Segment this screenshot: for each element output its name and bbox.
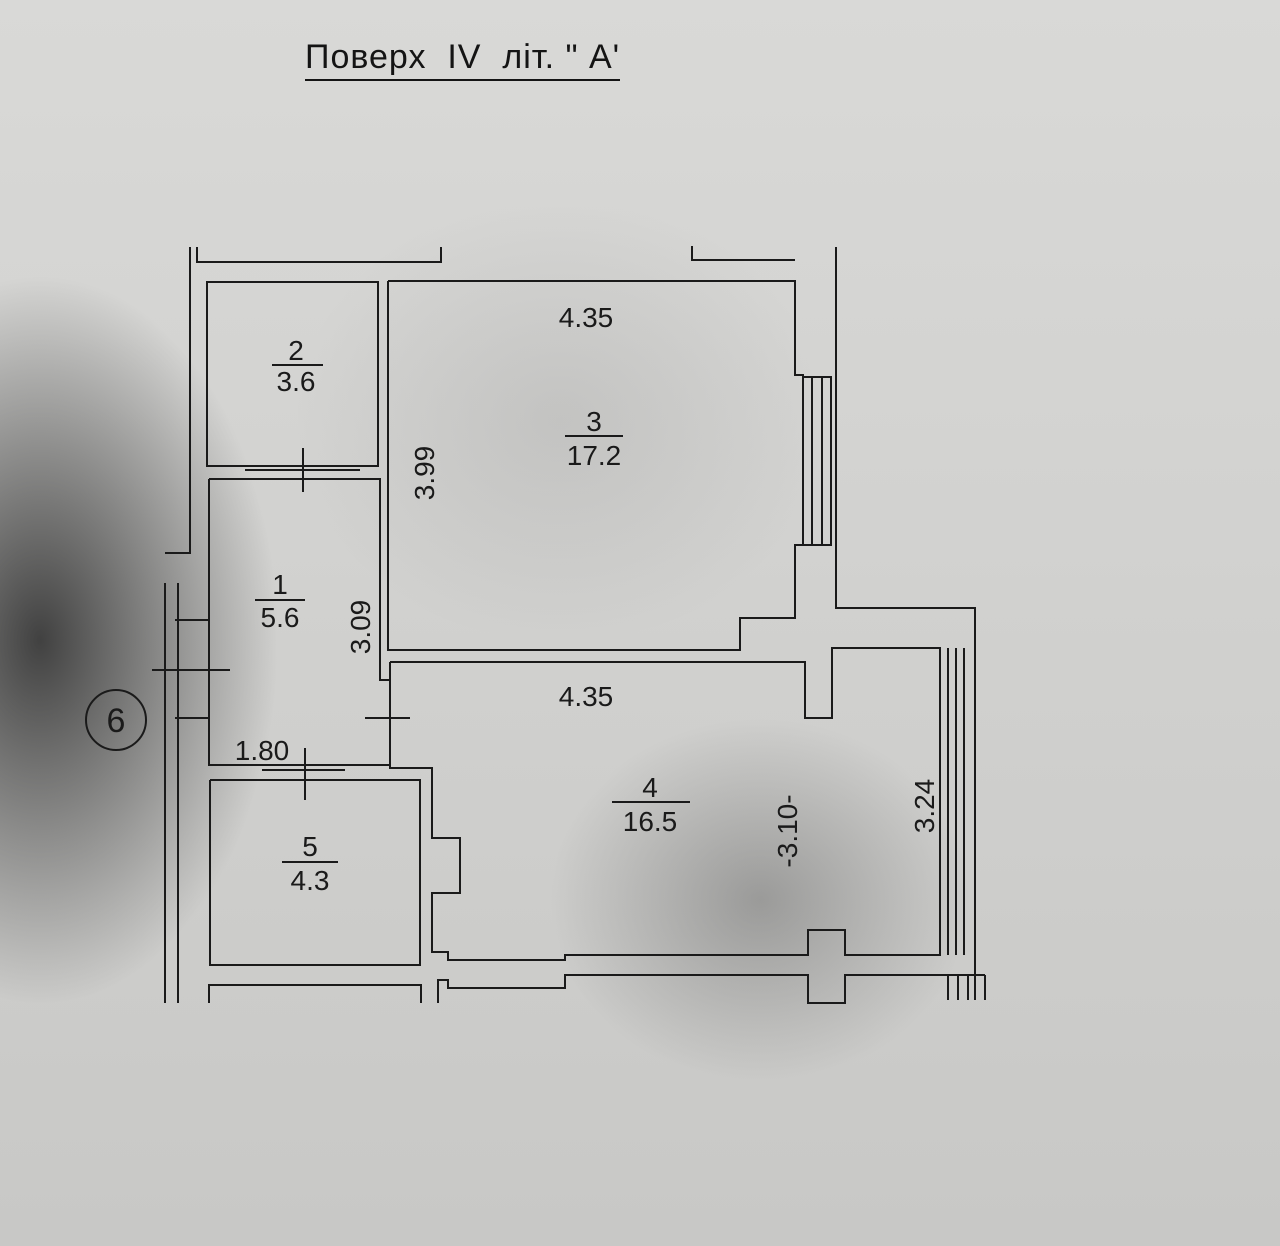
room-3-number: 3 xyxy=(586,406,602,437)
room-1-area: 5.6 xyxy=(261,602,300,633)
dim-room4-width: 4.35 xyxy=(559,681,614,712)
section-marker-label: 6 xyxy=(107,702,126,740)
room-3-window xyxy=(802,376,832,546)
room-4-number: 4 xyxy=(642,772,658,803)
top-left-wall xyxy=(196,247,442,263)
top-right-wall xyxy=(691,246,795,261)
room-2-outline xyxy=(206,281,379,467)
bottom-left-wall xyxy=(208,984,422,1003)
dim-room3-depth: 3.99 xyxy=(409,446,440,501)
floor-title: Поверх IV літ. " A' xyxy=(305,38,621,81)
dim-room4-depth: 3.24 xyxy=(909,779,940,834)
bottom-wall xyxy=(437,974,985,1004)
right-outer-wall xyxy=(835,247,976,1000)
dim-room1-depth: 3.09 xyxy=(345,600,376,655)
dim-room5-width: 1.80 xyxy=(235,735,290,766)
dim-room3-width: 4.35 xyxy=(559,302,614,333)
room-1-number: 1 xyxy=(272,569,288,600)
room-5-area: 4.3 xyxy=(291,865,330,896)
left-outer-wall-upper xyxy=(165,247,191,554)
room-5-number: 5 xyxy=(302,831,318,862)
room-5-outline xyxy=(209,779,421,966)
room-2-number: 2 xyxy=(288,335,304,366)
dim-room4-inner: -3.10- xyxy=(772,794,803,867)
room-4-outline xyxy=(389,647,941,961)
section-marker-circle xyxy=(85,689,147,751)
room-2-area: 3.6 xyxy=(277,366,316,397)
room-4-area: 16.5 xyxy=(623,806,678,837)
room-3-outline xyxy=(387,280,804,651)
room-3-area: 17.2 xyxy=(567,440,622,471)
wall-lines xyxy=(85,246,986,1004)
